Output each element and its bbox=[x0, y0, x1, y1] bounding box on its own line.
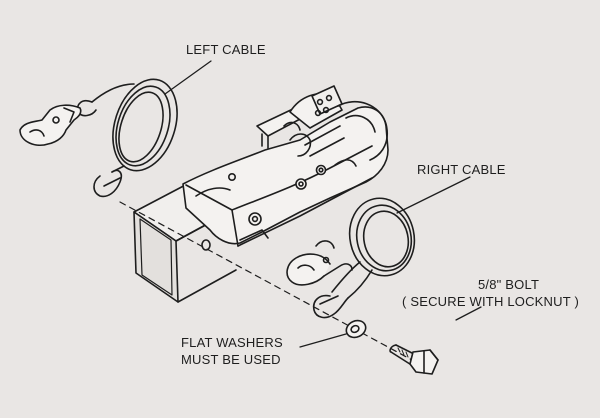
washers-note: MUST BE USED bbox=[181, 352, 281, 367]
right-hook bbox=[286, 240, 353, 286]
receiver-bolt-hole bbox=[201, 239, 211, 251]
coupler-body bbox=[182, 85, 389, 247]
left-cable-leader bbox=[164, 60, 212, 95]
washer-leader bbox=[299, 333, 347, 348]
left-hook bbox=[19, 99, 97, 146]
bolt-leader bbox=[455, 306, 482, 321]
right-cable-label: RIGHT CABLE bbox=[417, 162, 506, 177]
washers-label: FLAT WASHERS bbox=[181, 335, 283, 350]
flat-washer bbox=[345, 319, 367, 339]
right-cable-leader bbox=[396, 176, 471, 214]
left-cable bbox=[91, 78, 178, 198]
leader-lines bbox=[164, 60, 482, 348]
left-cable-label: LEFT CABLE bbox=[186, 42, 266, 57]
bolt-label: 5/8" BOLT bbox=[478, 277, 540, 292]
bolt-locknut-note: ( SECURE WITH LOCKNUT ) bbox=[402, 294, 579, 309]
bolt bbox=[389, 344, 439, 375]
right-cable bbox=[312, 197, 416, 319]
